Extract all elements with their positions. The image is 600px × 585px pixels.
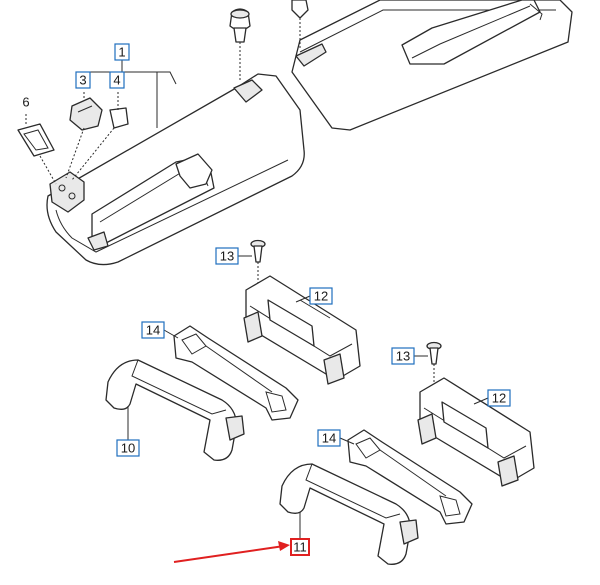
svg-text:3: 3 <box>79 73 86 88</box>
callout-4[interactable]: 4 <box>109 71 125 89</box>
bracket-12-lower <box>417 377 535 487</box>
bracket-12-upper <box>243 275 361 385</box>
callout-13-upper[interactable]: 13 <box>215 247 239 265</box>
screw-13-upper <box>250 239 266 320</box>
insert-14-upper <box>173 325 299 421</box>
red-arrow <box>173 541 290 563</box>
callout-12-upper[interactable]: 12 <box>309 287 333 305</box>
callout-12-lower[interactable]: 12 <box>487 389 511 407</box>
callout-1[interactable]: 1 <box>114 43 130 61</box>
svg-text:10: 10 <box>121 441 135 456</box>
svg-text:13: 13 <box>220 249 234 264</box>
part-4-cap <box>109 107 129 129</box>
svg-text:13: 13 <box>396 349 410 364</box>
svg-text:11: 11 <box>293 540 307 555</box>
svg-text:12: 12 <box>314 289 328 304</box>
svg-text:14: 14 <box>322 431 336 446</box>
visor-clip-right <box>291 0 309 48</box>
callout-10[interactable]: 10 <box>116 439 140 457</box>
svg-text:4: 4 <box>113 73 120 88</box>
callout-6[interactable]: 6 <box>22 95 29 110</box>
part-3-clip <box>69 97 103 131</box>
callout-11-highlighted[interactable]: 11 <box>290 538 310 556</box>
grab-handle-10 <box>105 359 245 461</box>
svg-text:14: 14 <box>146 323 160 338</box>
visor-clip-pin <box>229 8 251 82</box>
svg-text:1: 1 <box>118 45 125 60</box>
sun-visor-right <box>291 0 573 131</box>
svg-text:12: 12 <box>492 391 506 406</box>
insert-14-lower <box>347 429 473 525</box>
callout-3[interactable]: 3 <box>75 71 91 89</box>
part-6-cover <box>17 123 55 157</box>
callout-13-lower[interactable]: 13 <box>391 347 415 365</box>
callout-14-upper[interactable]: 14 <box>141 321 165 339</box>
sun-visor-left <box>46 73 305 266</box>
svg-text:6: 6 <box>22 95 29 110</box>
callout-14-lower[interactable]: 14 <box>317 429 341 447</box>
